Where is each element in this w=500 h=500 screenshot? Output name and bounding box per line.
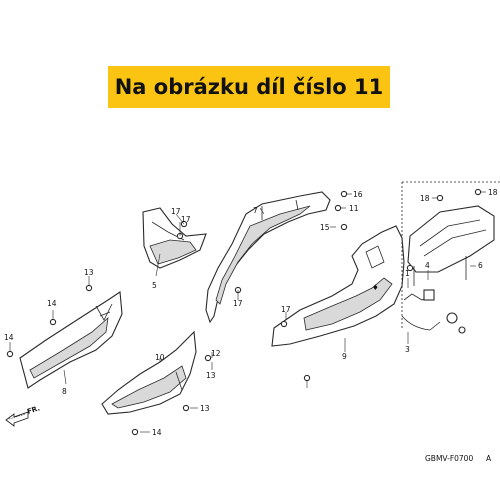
callout-17: 17 <box>181 215 191 224</box>
callout-5: 5 <box>152 281 157 290</box>
part-5-front-inner-cover <box>142 207 207 269</box>
callout-17: 17 <box>281 305 291 314</box>
callout-14: 14 <box>152 428 162 437</box>
part-6-rear-grab-rail <box>407 205 495 286</box>
callout-labels: 17 17 5 7 13 14 14 8 10 14 13 12 13 17 1… <box>4 188 498 437</box>
callout-4: 4 <box>425 261 430 270</box>
callout-14: 14 <box>4 333 14 342</box>
callout-13: 13 <box>206 371 216 380</box>
part-number-banner: Na obrázku díl číslo 11 <box>108 66 390 108</box>
callout-15: 15 <box>320 223 330 232</box>
callout-6: 6 <box>478 261 483 270</box>
callout-17: 17 <box>171 207 181 216</box>
callout-18: 18 <box>420 194 430 203</box>
leader-lines <box>9 191 486 433</box>
rear-carrier-frame <box>401 181 500 330</box>
callout-12: 12 <box>211 349 221 358</box>
callout-17: 17 <box>233 299 243 308</box>
callout-11: 11 <box>349 204 359 213</box>
front-label: FR. <box>26 404 41 416</box>
callout-18: 18 <box>488 188 498 197</box>
front-direction-marker: FR. <box>5 404 41 427</box>
part-10-floor-side-panel <box>101 330 197 415</box>
banner-text: Na obrázku díl číslo 11 <box>114 75 384 99</box>
svg-text:♦: ♦ <box>372 283 379 292</box>
callout-7: 7 <box>253 206 258 215</box>
callout-1: 1 <box>405 269 410 278</box>
callout-13: 13 <box>84 268 94 277</box>
diagram-suffix: A <box>486 454 492 463</box>
callout-16: 16 <box>353 190 363 199</box>
part-7-upper-cover <box>205 191 331 324</box>
callout-3: 3 <box>405 345 410 354</box>
callout-10: 10 <box>155 353 165 362</box>
part-9-body-cover: ♦ <box>271 225 405 347</box>
part-8-left-side-cover <box>19 291 123 389</box>
callout-13: 13 <box>200 404 210 413</box>
diagram-code-block: GBMV-F0700 A <box>425 454 492 463</box>
callout-14: 14 <box>47 299 57 308</box>
lock-hardware-group <box>401 289 466 334</box>
diagram-code: GBMV-F0700 <box>425 454 473 463</box>
callout-8: 8 <box>62 387 67 396</box>
callout-9: 9 <box>342 352 347 361</box>
